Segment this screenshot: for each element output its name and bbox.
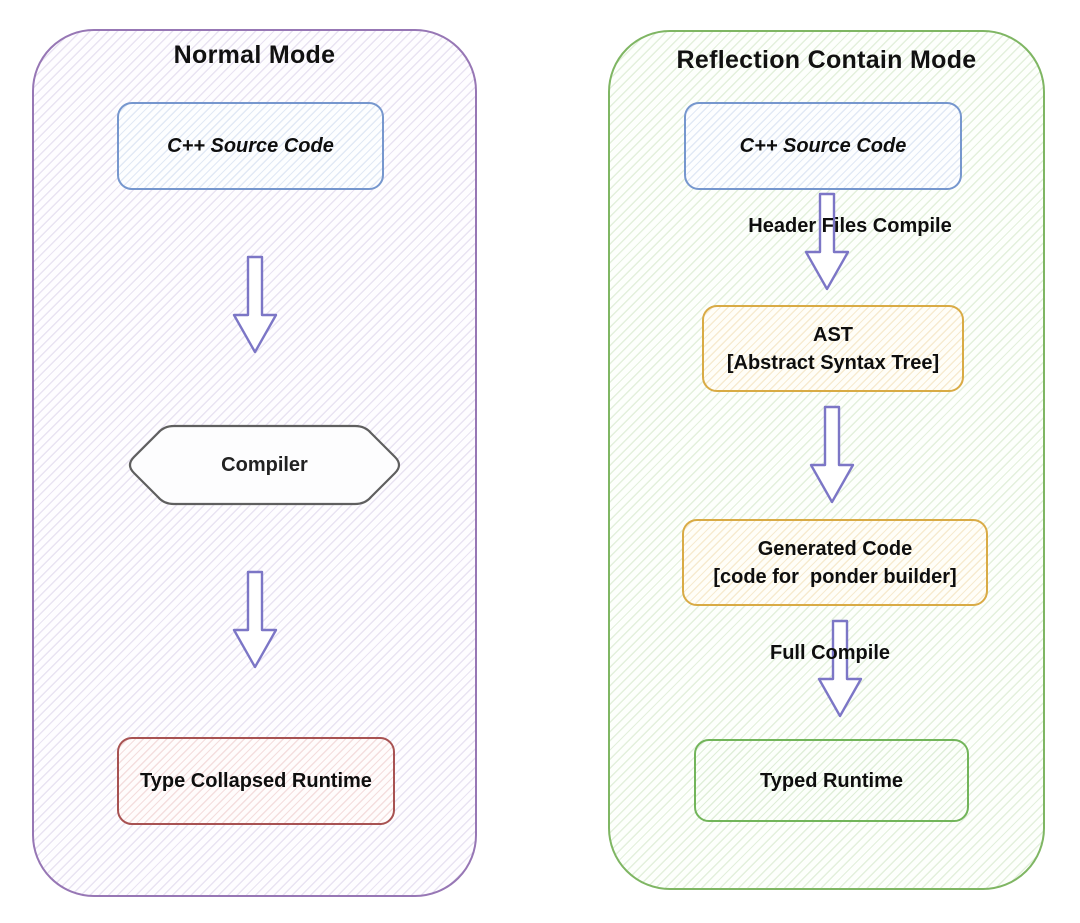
down-arrow-icon <box>804 192 850 291</box>
generated-code-box: Generated Code [code for ponder builder] <box>682 519 988 606</box>
down-arrow-icon <box>232 570 278 669</box>
down-arrow-icon <box>817 619 863 718</box>
generated-code-line2: [code for ponder builder] <box>713 565 957 588</box>
full-compile-label: Full Compile <box>770 642 890 664</box>
ast-line2: [Abstract Syntax Tree] <box>726 351 940 374</box>
compiler-label: Compiler <box>221 453 308 476</box>
source-code-box-left: C++ Source Code <box>117 102 384 190</box>
normal-mode-panel: Normal Mode C++ Source Code Compiler Typ… <box>32 29 477 897</box>
reflection-mode-title: Reflection Contain Mode <box>676 46 977 74</box>
source-code-box-right: C++ Source Code <box>684 102 962 190</box>
compiler-hexagon: Compiler <box>124 424 405 506</box>
generated-code-line1: Generated Code <box>757 537 913 560</box>
hexagon-shape-icon <box>128 424 401 506</box>
normal-mode-title: Normal Mode <box>173 41 336 69</box>
typed-runtime-label: Typed Runtime <box>760 769 903 792</box>
header-files-compile-label: Header Files Compile <box>748 215 952 237</box>
source-code-label: C++ Source Code <box>739 135 907 157</box>
collapsed-runtime-label: Type Collapsed Runtime <box>140 770 372 792</box>
down-arrow-icon <box>232 255 278 354</box>
reflection-mode-panel: Reflection Contain Mode C++ Source Code … <box>608 30 1045 890</box>
ast-box: AST [Abstract Syntax Tree] <box>702 305 964 392</box>
down-arrow-icon <box>809 405 855 504</box>
ast-line1: AST <box>813 323 853 346</box>
collapsed-runtime-box: Type Collapsed Runtime <box>117 737 395 825</box>
source-code-label: C++ Source Code <box>167 135 334 157</box>
typed-runtime-box: Typed Runtime <box>694 739 969 822</box>
